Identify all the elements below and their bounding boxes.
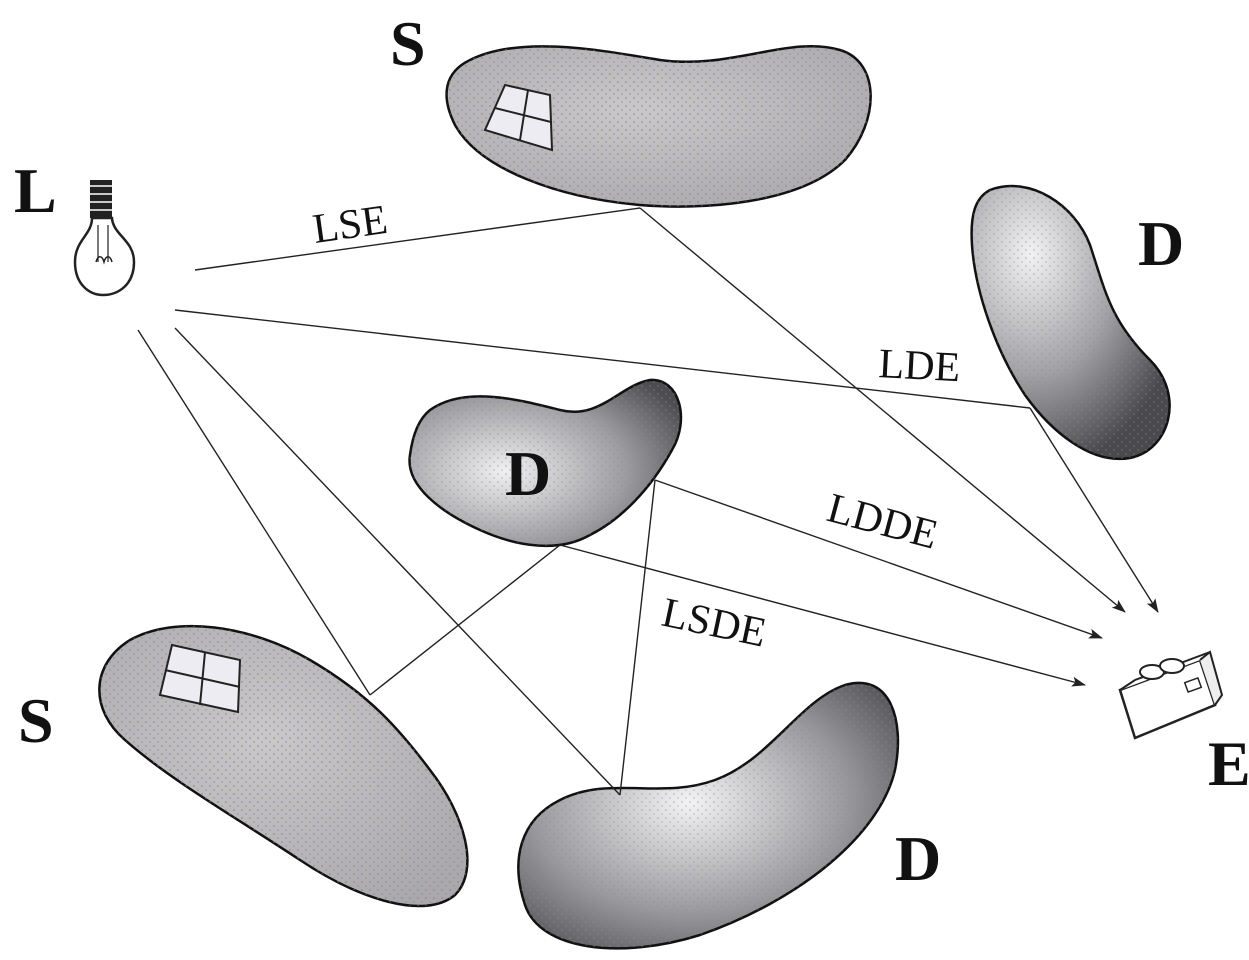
path-label-lde: LDE: [877, 341, 961, 391]
eye-label: E: [1208, 728, 1249, 799]
mirror-patch-icon: [158, 643, 242, 714]
path-label-lsde: LSDE: [658, 590, 770, 657]
light-rays: [137, 207, 1159, 796]
light-source-label: L: [14, 155, 57, 226]
path-label-lse: LSE: [310, 197, 390, 253]
diffuse-center-label: D: [505, 438, 551, 509]
mirror-patch-icon: [483, 83, 554, 152]
specular-surface-top: [445, 45, 872, 208]
specular-top-label: S: [390, 8, 426, 79]
diffuse-surface-right: [970, 184, 1171, 461]
path-label-ldde: LDDE: [822, 485, 942, 558]
specular-bottom-label: S: [18, 685, 54, 756]
light-bulb-icon: [73, 180, 136, 297]
diffuse-bottom-label: D: [895, 823, 941, 894]
camera-icon: [1118, 650, 1224, 740]
specular-surface-bottom: [98, 624, 469, 908]
diffuse-surface-bottom: [517, 681, 900, 950]
diffuse-surface-center: [408, 378, 683, 548]
diffuse-right-label: D: [1138, 208, 1184, 279]
